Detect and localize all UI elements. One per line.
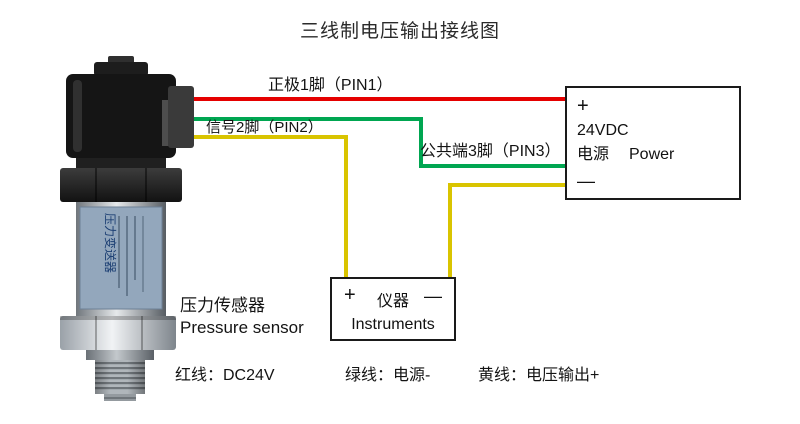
power-voltage-label: 24VDC [577,122,629,139]
sensor-label [79,206,163,310]
sensor-connector-highlight [73,80,82,152]
instrument-minus-terminal: — [424,286,442,306]
sensor-cap [94,62,148,76]
sensor-hex-nut-facets [95,316,143,350]
sensor-label-line-4 [142,216,144,292]
sensor-label-line-2 [126,216,128,296]
instrument-plus-terminal: + [344,284,356,306]
instrument-label-cn: 仪器 [376,293,410,310]
sensor-hex-nut [60,316,176,350]
sensor-hex-facets [95,168,147,202]
pin3-label: 公共端3脚（PIN3） [420,143,561,160]
yellow-signal-wire-horizontal [192,135,348,139]
sensor-tip-ridge [104,397,136,399]
pressure-sensor-svg: 压力变送器 [60,56,194,401]
instrument-label-en: Instruments [351,316,435,333]
sensor-collar [86,350,154,360]
sensor-cable-gland [168,86,194,148]
sensor-thread-shade [95,360,145,394]
green-wire-vertical [419,117,423,168]
sensor-hex-nut-shadow [60,316,176,320]
sensor-connector [66,74,176,158]
legend-red-wire: 红线：DC24V [175,367,275,384]
sensor-caption-en: Pressure sensor [180,318,304,337]
legend-green-wire: 绿线：电源- [345,367,431,384]
sensor-label-text: 压力变送器 [103,213,118,273]
pressure-sensor-image: 压力变送器 [46,56,196,404]
sensor-hex-dark [60,168,182,202]
green-wire-horizontal-upper [192,117,423,121]
power-minus-terminal: — [577,171,595,191]
sensor-caption-cn: 压力传感器 [180,296,265,315]
pin1-label: 正极1脚（PIN1） [268,77,393,94]
sensor-label-line-3 [134,216,136,280]
red-wire-pin1 [192,97,567,101]
legend-yellow-wire: 黄线：电压输出+ [478,367,600,384]
pin2-label: 信号2脚（PIN2） [206,119,323,136]
power-label-cn: 电源 [577,146,610,163]
green-wire-horizontal-lower [419,164,567,168]
yellow-signal-wire-vertical [344,135,348,279]
power-plus-terminal: + [577,95,589,117]
sensor-gland-nut [162,100,172,146]
instrument-box: + — 仪器 Instruments [330,277,456,341]
sensor-flange [76,158,166,168]
power-label-en: Power [629,146,675,163]
yellow-return-wire-horizontal [448,183,567,187]
sensor-label-line-1 [118,216,120,288]
page-title: 三线制电压输出接线图 [299,21,501,42]
yellow-return-wire-vertical [448,183,452,279]
power-supply-box: + 24VDC 电源 Power — [565,86,741,200]
